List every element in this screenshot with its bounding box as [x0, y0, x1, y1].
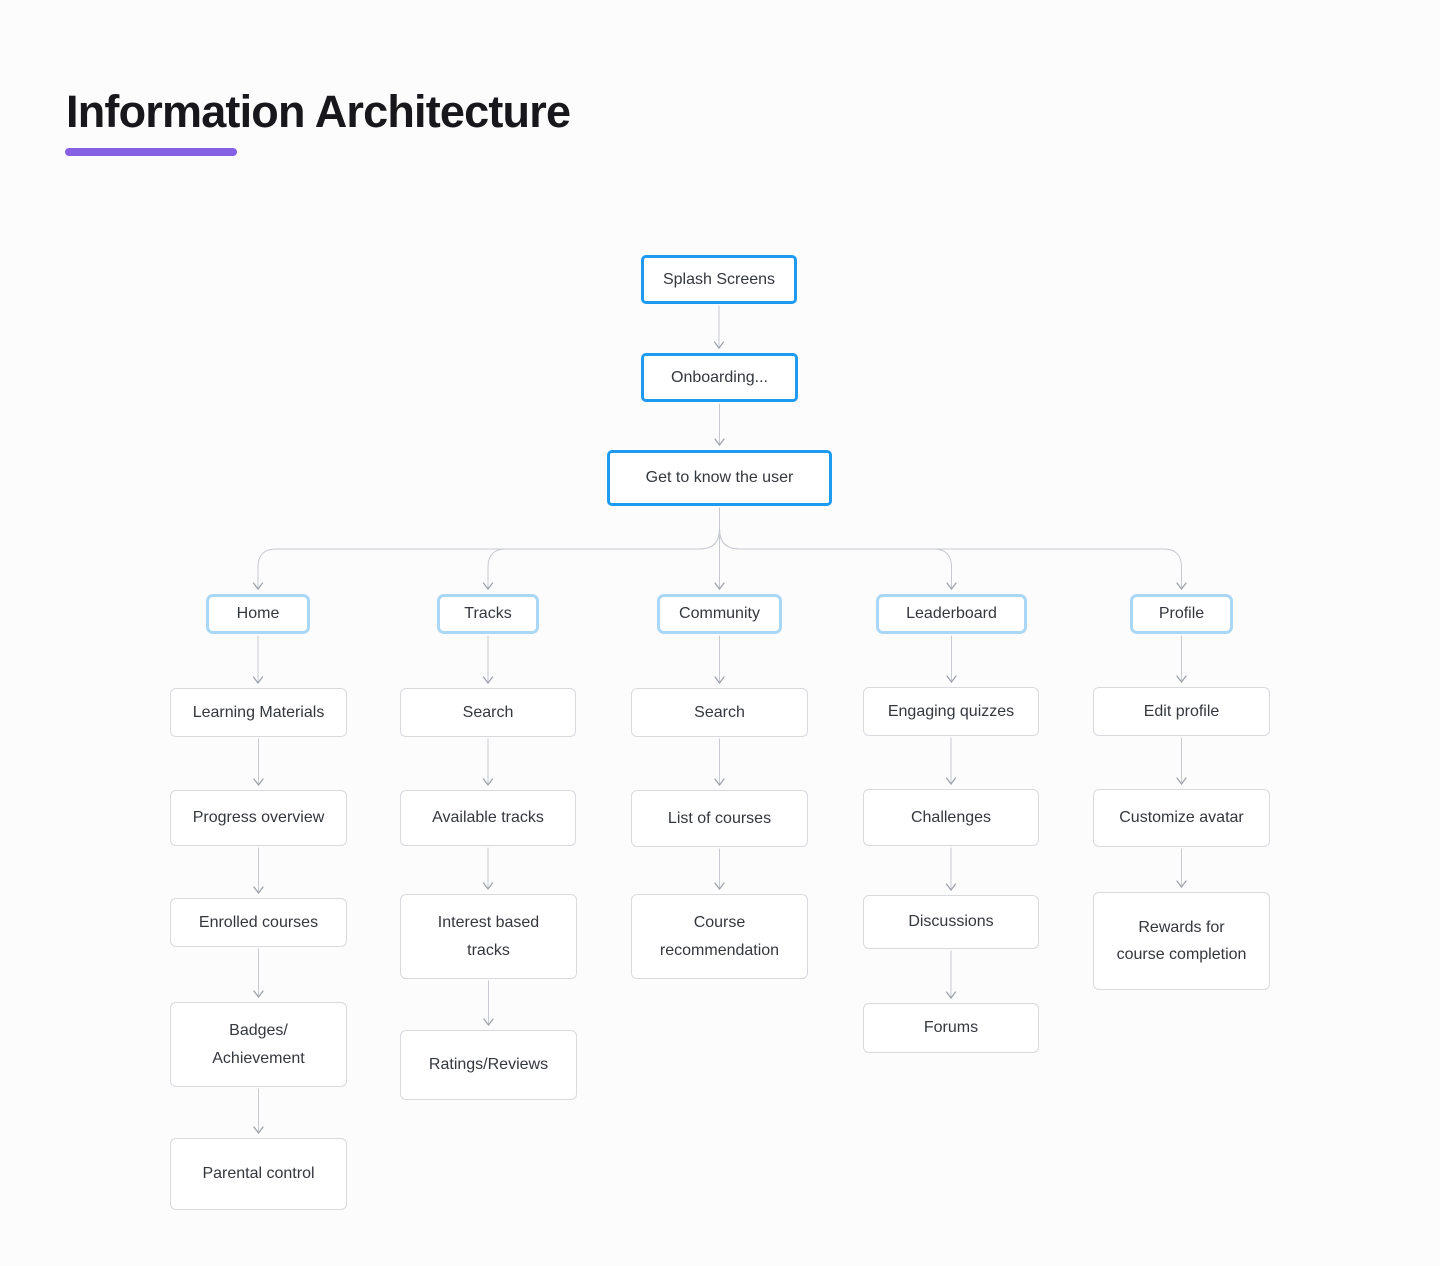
- node-tracks: Tracks: [437, 594, 539, 634]
- page-title: Information Architecture: [66, 86, 571, 137]
- node-engaging-quizzes: Engaging quizzes: [863, 687, 1039, 736]
- node-leaderboard: Leaderboard: [876, 594, 1027, 634]
- node-get-to-know-the-user: Get to know the user: [607, 450, 832, 506]
- node-onboarding: Onboarding...: [641, 353, 798, 402]
- node-community-search: Search: [631, 688, 808, 737]
- node-progress-overview: Progress overview: [170, 790, 347, 846]
- node-customize-avatar: Customize avatar: [1093, 789, 1270, 847]
- node-community: Community: [657, 594, 782, 634]
- node-interest-based-tracks: Interest based tracks: [400, 894, 577, 979]
- node-forums: Forums: [863, 1003, 1039, 1053]
- node-parental-control: Parental control: [170, 1138, 347, 1210]
- node-edit-profile: Edit profile: [1093, 687, 1270, 736]
- node-profile: Profile: [1130, 594, 1233, 634]
- node-available-tracks: Available tracks: [400, 790, 576, 846]
- node-rewards-for-course-completion: Rewards for course completion: [1093, 892, 1270, 990]
- node-tracks-search: Search: [400, 688, 576, 737]
- node-badges-achievement: Badges/ Achievement: [170, 1002, 347, 1087]
- node-home: Home: [206, 594, 310, 634]
- node-learning-materials: Learning Materials: [170, 688, 347, 737]
- node-enrolled-courses: Enrolled courses: [170, 898, 347, 947]
- title-underline: [65, 148, 237, 156]
- node-course-recommendation: Course recommendation: [631, 894, 808, 979]
- node-discussions: Discussions: [863, 895, 1039, 949]
- node-challenges: Challenges: [863, 789, 1039, 846]
- node-list-of-courses: List of courses: [631, 790, 808, 847]
- node-splash-screens: Splash Screens: [641, 255, 797, 304]
- node-ratings-reviews: Ratings/Reviews: [400, 1030, 577, 1100]
